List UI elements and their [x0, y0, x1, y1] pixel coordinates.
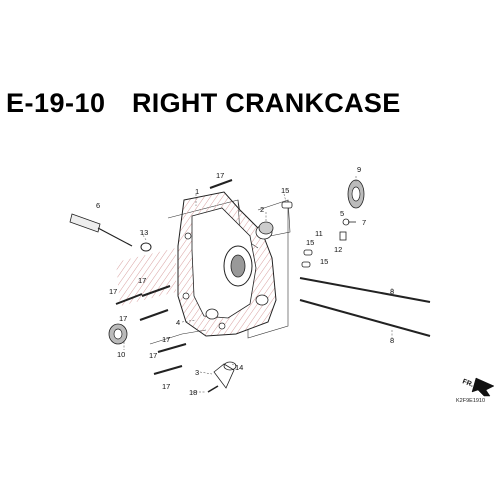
callout-17g: 17: [162, 382, 170, 391]
oil-dipstick: [69, 213, 133, 247]
header: E-19-10 RIGHT CRANKCASE: [0, 78, 500, 122]
stud-bolts: [299, 277, 431, 337]
callout-14: 14: [235, 363, 243, 372]
callout-8b: 8: [390, 336, 394, 345]
callout-11: 11: [315, 229, 323, 238]
callout-13: 13: [140, 228, 148, 237]
callout-17e: 17: [162, 335, 170, 344]
figure-reference: K2F9E1910: [456, 398, 485, 404]
callout-17f: 17: [149, 351, 157, 360]
dowel-pins: [281, 201, 313, 268]
callout-3: 3: [195, 368, 199, 377]
callout-15a: 15: [281, 186, 289, 195]
callout-6: 6: [96, 201, 100, 210]
callout-18: 18: [189, 388, 197, 397]
front-direction-label: FR.: [461, 378, 474, 388]
callout-labels: 1 2 3 4 5 6 7 8 8 9 10 11 12 13 14 15 15…: [96, 165, 394, 397]
callout-15b: 15: [306, 238, 314, 247]
callout-10: 10: [117, 350, 125, 359]
callout-1: 1: [195, 187, 199, 196]
flange-bolts: [115, 179, 233, 375]
callout-15c: 15: [320, 257, 328, 266]
callout-17a: 17: [216, 171, 224, 180]
callout-17d: 17: [119, 314, 127, 323]
front-direction-indicator: FR.: [461, 377, 495, 397]
callout-5: 5: [340, 209, 344, 218]
leader-lines: [123, 176, 393, 393]
callout-9: 9: [357, 165, 361, 174]
callout-17c: 17: [138, 276, 146, 285]
section-title: RIGHT CRANKCASE: [132, 88, 401, 118]
callout-7: 7: [362, 218, 366, 227]
lever-assembly: [207, 361, 237, 393]
callout-2: 2: [260, 205, 264, 214]
breather-fitting: [339, 218, 356, 241]
oil-seal: [108, 323, 128, 345]
section-code: E-19-10: [6, 88, 106, 118]
callout-12: 12: [334, 245, 342, 254]
callout-17b: 17: [109, 287, 117, 296]
hatched-area: [116, 248, 176, 306]
bearing: [347, 179, 365, 209]
o-ring: [140, 242, 152, 252]
callout-4: 4: [176, 318, 180, 327]
callout-8a: 8: [390, 287, 394, 296]
collar: [258, 221, 274, 235]
